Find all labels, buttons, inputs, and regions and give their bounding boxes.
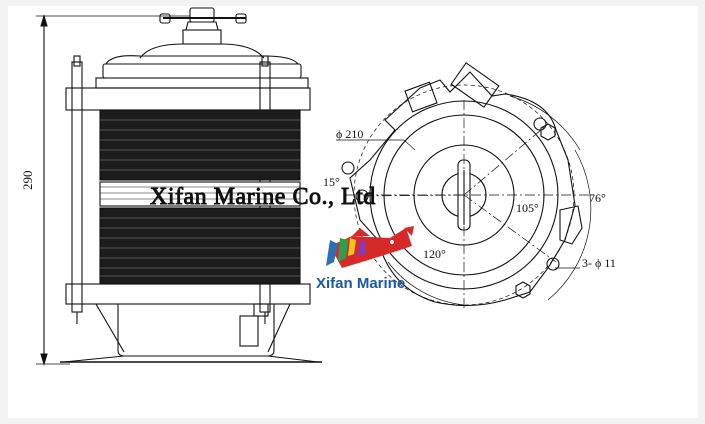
side-bracket: [559, 205, 583, 245]
mounting-holes: [341, 117, 560, 299]
height-dimension: [36, 14, 190, 366]
upper-ring: [65, 87, 311, 111]
top-view: [336, 62, 592, 310]
top-handle: [159, 7, 247, 45]
dome-lid: [95, 43, 309, 89]
angle-15-label: 15°: [323, 175, 340, 189]
angle-105-label: 105°: [516, 201, 539, 215]
cable-gland: [450, 62, 500, 108]
watermark-text: Xifan Marine Co., Ltd: [150, 184, 376, 210]
dimension-labels: 290 ϕ 210 15° 76° 105° 120° 3- ϕ 11: [20, 127, 616, 270]
housing-outline: [349, 71, 576, 307]
logo-text: Xifan Marine: [316, 275, 405, 292]
bolt-circle: [353, 84, 575, 306]
holes-label: 3- ϕ 11: [582, 256, 616, 270]
angle-120-label: 120°: [423, 247, 446, 261]
side-view: [36, 7, 322, 366]
angle-76-label: 76°: [589, 191, 606, 205]
logo-fish-icon: [326, 226, 414, 268]
fresnel-lens: [99, 109, 301, 285]
diameter-label: ϕ 210: [336, 127, 363, 141]
lower-ring: [65, 283, 311, 305]
centerlines: [345, 100, 590, 310]
base: [60, 303, 322, 363]
height-label: 290: [20, 171, 35, 191]
